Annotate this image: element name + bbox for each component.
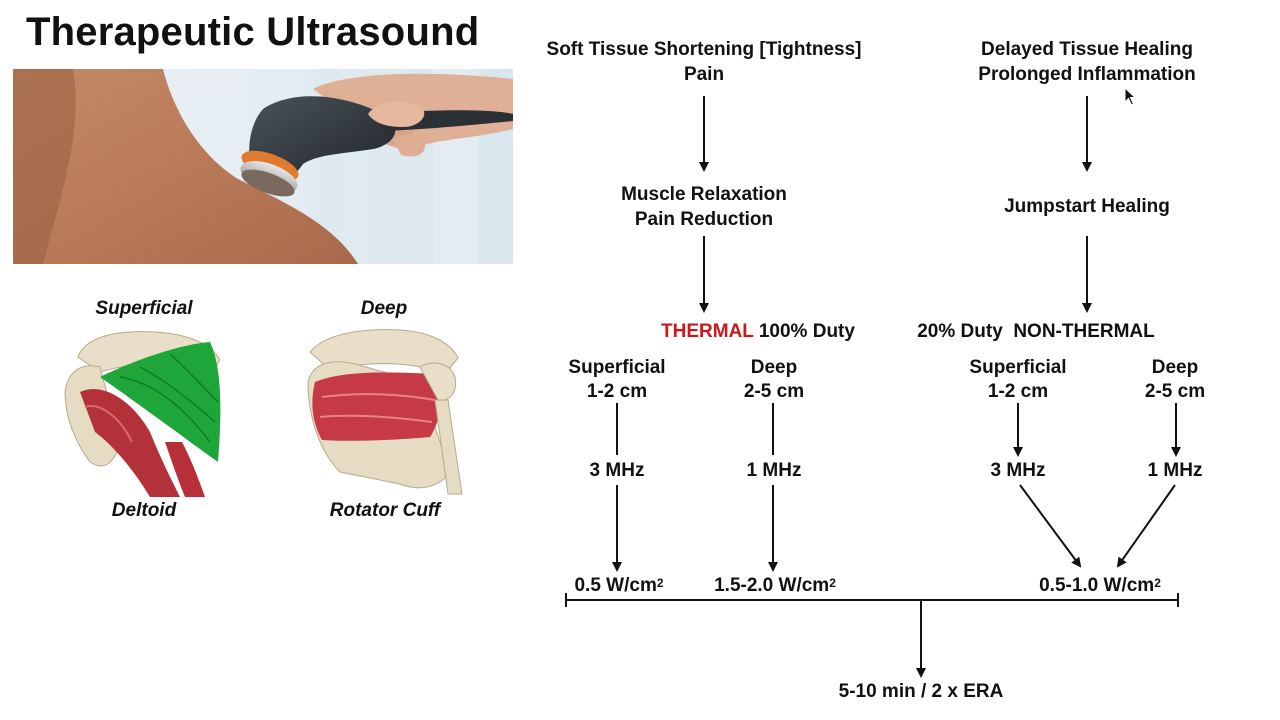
left-effect-line1: Muscle Relaxation xyxy=(621,184,787,205)
left-deep-frequency: 1 MHz xyxy=(746,460,802,481)
non-thermal-mode-word: NON-THERMAL xyxy=(1013,321,1155,342)
left-deep-label: Deep xyxy=(750,357,798,378)
deep-heading: Deep xyxy=(360,298,408,319)
right-superficial-depth: 1-2 cm xyxy=(987,381,1049,402)
non-thermal-duty: 20% Duty xyxy=(917,321,1003,342)
rotator-cuff-caption: Rotator Cuff xyxy=(329,500,441,521)
left-superficial-label: Superficial xyxy=(568,357,666,378)
thermal-mode-word: THERMAL xyxy=(661,321,754,342)
left-deep-intensity-exponent: 2 xyxy=(829,576,836,590)
left-superficial-frequency: 3 MHz xyxy=(589,460,645,481)
right-mode-label: 20% Duty NON-THERMAL xyxy=(886,319,1186,344)
left-deep-depth: 2-5 cm xyxy=(743,381,805,402)
deltoid-caption: Deltoid xyxy=(111,500,177,521)
left-indication-line2: Pain xyxy=(683,64,725,85)
treatment-duration: 5-10 min / 2 x ERA xyxy=(838,681,1004,702)
deltoid-illustration xyxy=(64,331,221,497)
left-deep-intensity-value: 1.5-2.0 W/cm xyxy=(714,575,830,596)
left-effect-line2: Pain Reduction xyxy=(634,209,774,230)
rotator-cuff-illustration xyxy=(307,329,463,495)
mouse-pointer-icon xyxy=(1124,87,1137,106)
right-deep-frequency: 1 MHz xyxy=(1147,460,1203,481)
right-indication-line2: Prolonged Inflammation xyxy=(978,64,1196,85)
left-superficial-intensity-exponent: 2 xyxy=(656,576,664,590)
right-intensity-exponent: 2 xyxy=(1154,576,1161,590)
left-deep-intensity: 1.5-2.0 W/cm2 xyxy=(690,573,860,598)
right-superficial-frequency: 3 MHz xyxy=(990,460,1046,481)
left-indication-line1: Soft Tissue Shortening [Tightness] xyxy=(546,39,862,60)
right-deep-depth: 2-5 cm xyxy=(1144,381,1206,402)
right-superficial-label: Superficial xyxy=(969,357,1067,378)
superficial-heading: Superficial xyxy=(95,298,193,319)
right-deep-label: Deep xyxy=(1151,357,1199,378)
right-effect: Jumpstart Healing xyxy=(1004,196,1170,217)
right-indication-line1: Delayed Tissue Healing xyxy=(981,39,1193,60)
slide-title: Therapeutic Ultrasound xyxy=(26,10,480,54)
left-mode-label: THERMAL 100% Duty xyxy=(608,319,908,344)
left-superficial-intensity: 0.5 W/cm2 xyxy=(549,573,689,598)
right-intensity: 0.5-1.0 W/cm2 xyxy=(1015,573,1185,598)
right-intensity-value: 0.5-1.0 W/cm xyxy=(1039,575,1155,596)
left-superficial-intensity-value: 0.5 W/cm xyxy=(574,575,657,596)
thermal-duty: 100% Duty xyxy=(758,321,855,342)
ultrasound-treatment-photo xyxy=(13,69,513,264)
left-superficial-depth: 1-2 cm xyxy=(586,381,648,402)
